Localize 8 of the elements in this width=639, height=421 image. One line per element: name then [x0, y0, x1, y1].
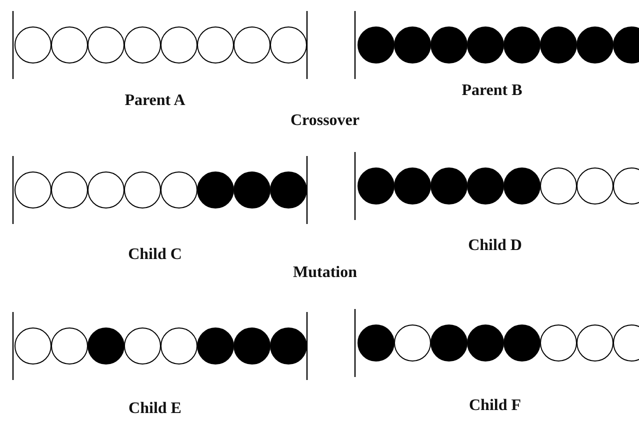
chromosome-label: Parent A	[124, 92, 186, 110]
step-label: Mutation	[293, 264, 357, 282]
step-label: Crossover	[290, 112, 360, 130]
chromosome-label: Parent B	[462, 82, 522, 100]
chromosome-label: Child D	[468, 237, 522, 255]
chromosome-label: Child C	[128, 246, 182, 264]
chromosome-label: Child F	[469, 397, 521, 415]
chromosome-label: Child E	[128, 400, 182, 418]
